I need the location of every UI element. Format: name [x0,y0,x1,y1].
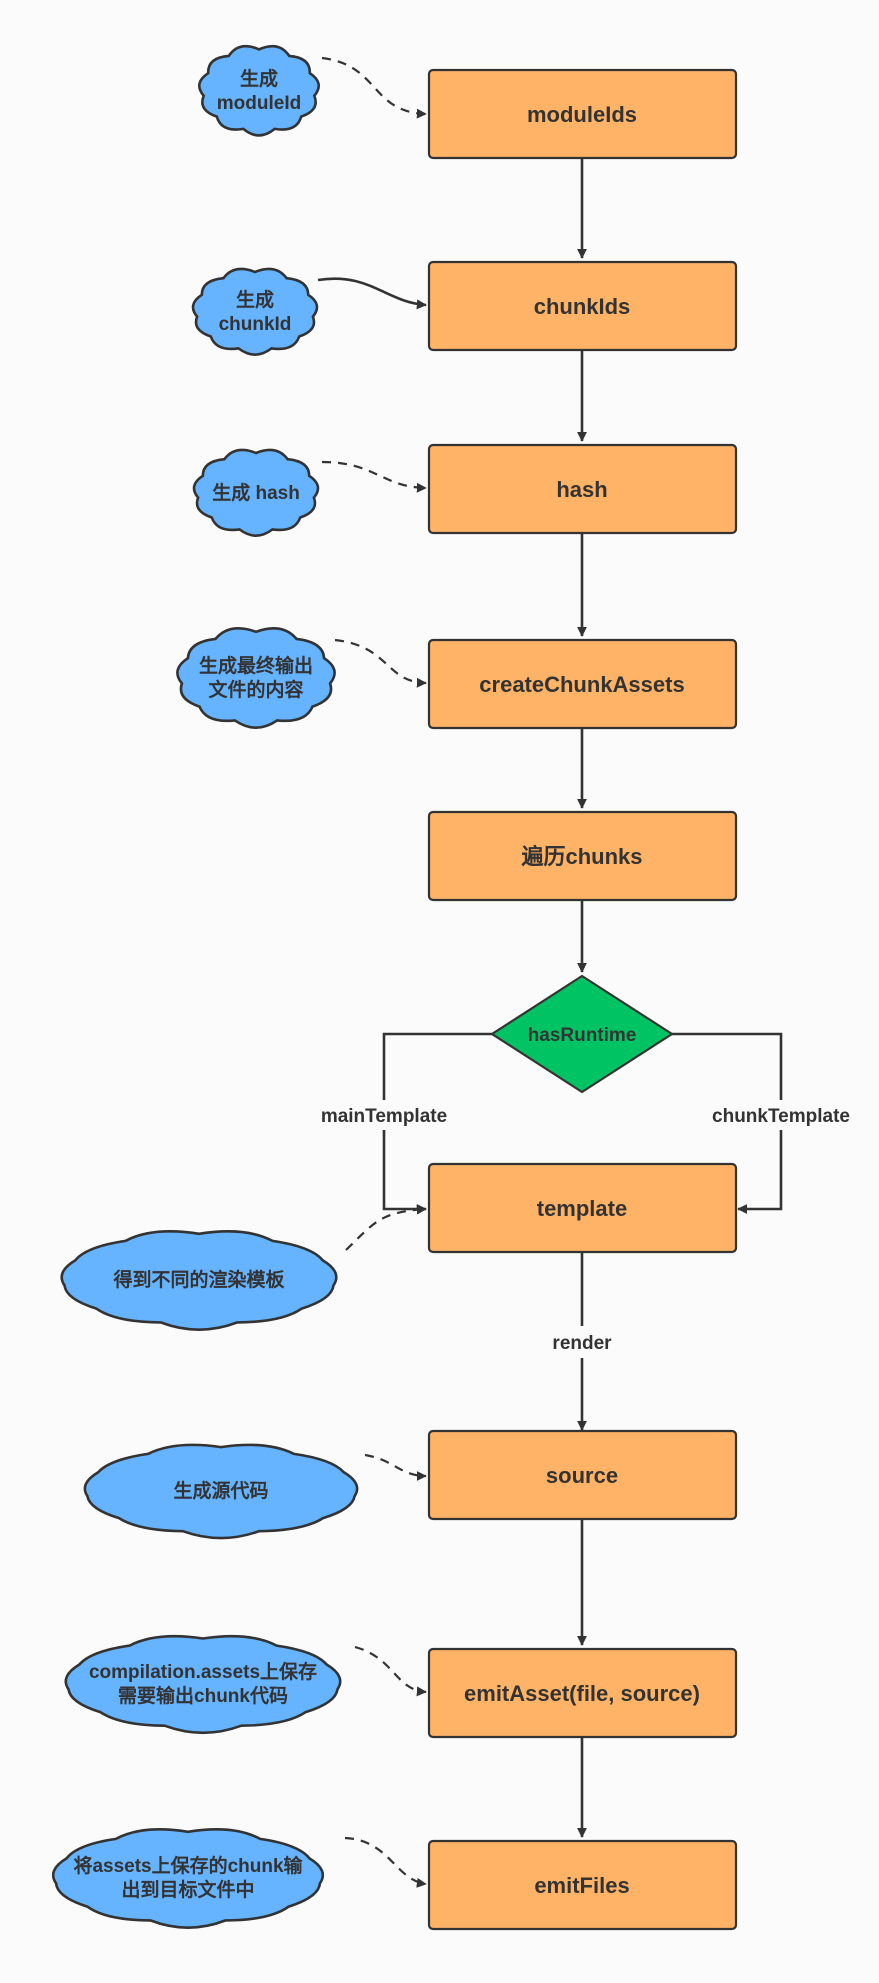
cloud-shape [176,627,336,729]
cloud-note-line: 文件的内容 [208,678,303,701]
node-template-label: template [537,1196,627,1221]
cloud-note-line: 将assets上保存的chunk输 [73,1854,303,1877]
node-hash-label: hash [556,477,607,502]
cloud-shape [83,1443,359,1540]
note-connector-output [334,638,427,688]
cloud-shape [64,1634,342,1735]
cloud-note-line: moduleId [217,93,301,114]
cloud-note-line: 生成最终输出 [199,654,313,677]
node-chunkids-label: chunkIds [534,294,631,319]
note-connector-chunkid [317,277,427,310]
cloud-note-line: 生成 [240,67,278,90]
chunk-template-label: chunkTemplate [712,1106,850,1127]
note-connectors [317,56,427,1888]
cloud-shape [51,1828,325,1929]
node-chunkids: chunkIds [427,260,738,352]
note-connector-moduleid [321,56,427,119]
render-label: render [552,1333,612,1354]
main-template-label-bg [310,1100,458,1130]
node-source-label: source [546,1463,618,1488]
node-emitasset-label: emitAsset(file, source) [464,1681,700,1706]
chunk-template-label-bg [704,1100,858,1130]
node-emitfiles: emitFiles [427,1839,738,1931]
note-connector-templates [345,1204,427,1251]
cloud-note-line: 生成源代码 [173,1479,268,1502]
cloud-shape [60,1230,338,1331]
node-moduleids-label: moduleIds [527,102,637,127]
decision-hasruntime: hasRuntime [489,974,675,1094]
note-generate-chunkid: 生成 chunkId [191,267,319,356]
note-generate-moduleid: 生成 moduleId [198,44,320,137]
node-source: source [427,1429,738,1521]
node-createchunkassets-label: createChunkAssets [479,672,684,697]
cloud-shape [191,267,319,356]
node-emitasset: emitAsset(file, source) [427,1647,738,1739]
render-label-bg [538,1326,626,1358]
cloud-shape [192,448,320,537]
node-hash: hash [427,443,738,535]
node-emitfiles-label: emitFiles [534,1873,629,1898]
decision-hasruntime-label: hasRuntime [528,1025,637,1046]
cloud-note-line: 得到不同的渲染模板 [112,1268,285,1291]
node-traverse-chunks-label: 遍历chunks [521,844,642,869]
node-moduleids: moduleIds [427,68,738,160]
note-generate-hash: 生成 hash [192,448,320,537]
node-traverse-chunks: 遍历chunks [427,810,738,902]
note-connector-source [364,1453,427,1481]
note-render-templates: 得到不同的渲染模板 [60,1230,338,1331]
cloud-note-line: 生成 hash [212,481,300,504]
cloud-note-line: compilation.assets上保存 [89,1660,317,1683]
node-template: template [427,1162,738,1254]
node-createchunkassets: createChunkAssets [427,638,738,730]
note-generate-source: 生成源代码 [83,1443,359,1540]
cloud-shape [198,44,320,137]
cloud-note-line: 需要输出chunk代码 [118,1684,288,1707]
main-template-label: mainTemplate [321,1106,447,1127]
cloud-note-line: 出到目标文件中 [121,1878,254,1901]
cloud-note-line: 生成 [236,288,274,311]
note-connector-hash [321,460,427,493]
annotation-clouds: 生成 moduleId 生成 chunkId 生成 hash 生成最终输出文件的内容… [51,44,359,1929]
cloud-note-line: chunkId [219,314,292,335]
note-connector-emit [344,1836,427,1888]
note-connector-assets [354,1645,427,1697]
